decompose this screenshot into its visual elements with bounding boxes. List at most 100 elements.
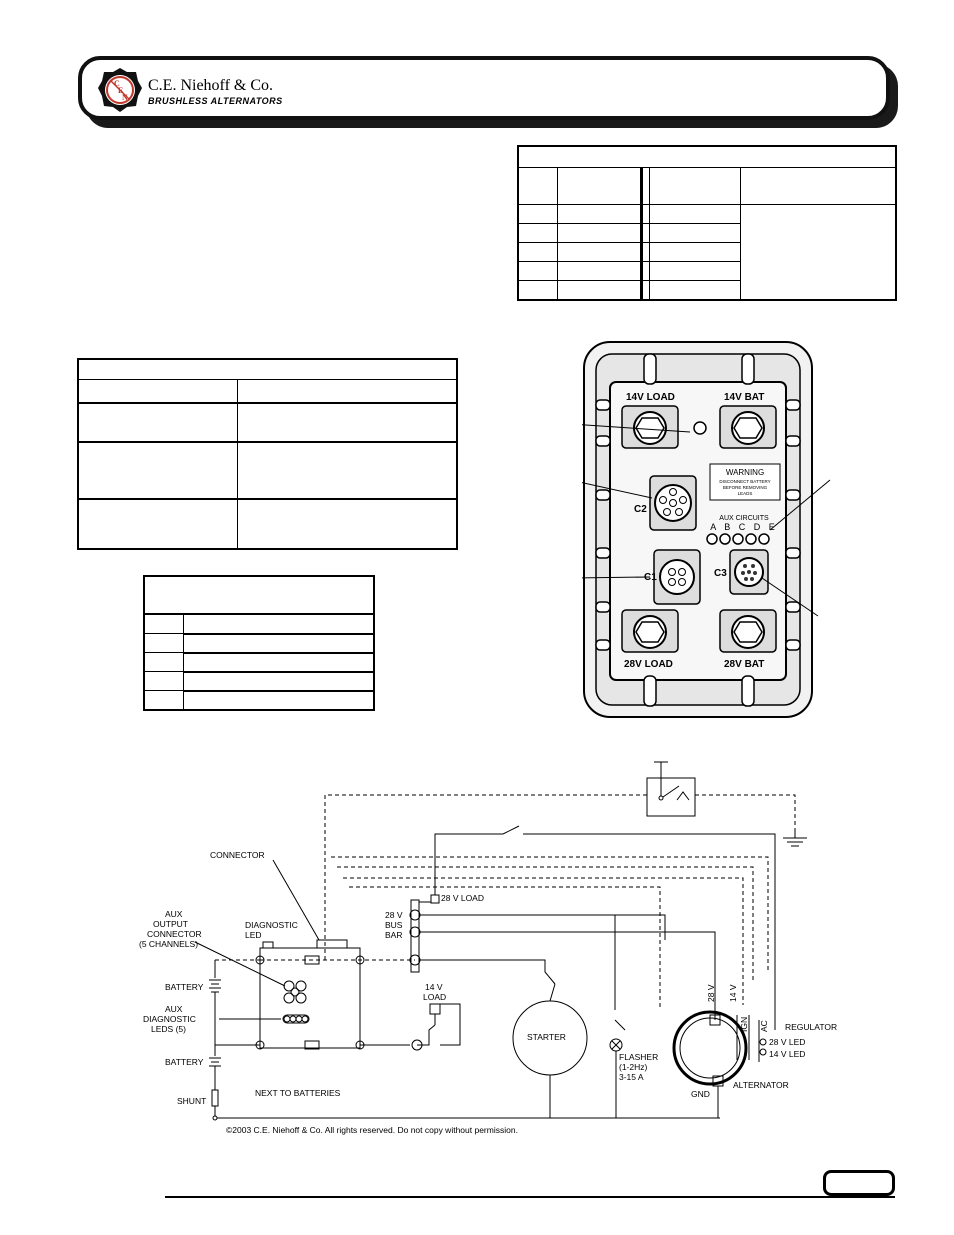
table-cell bbox=[237, 441, 458, 500]
warning-label bbox=[709, 463, 781, 501]
table-cell bbox=[143, 652, 184, 672]
label-diagnostic-led: LED bbox=[245, 930, 262, 940]
table-divider bbox=[640, 280, 650, 301]
table-cell bbox=[517, 204, 558, 224]
warning-line2: BEFORE REMOVING bbox=[723, 485, 768, 490]
svg-text:E: E bbox=[118, 86, 123, 95]
label-14v-load: 14 V bbox=[425, 982, 443, 992]
label-connector: CONNECTOR bbox=[210, 850, 265, 860]
label-gnd: GND bbox=[691, 1089, 710, 1099]
label-aux-output2: OUTPUT bbox=[153, 919, 188, 929]
label-28v-bus2: BUS bbox=[385, 920, 403, 930]
table-cell bbox=[649, 167, 741, 205]
page-number-badge bbox=[823, 1170, 895, 1196]
table-cell bbox=[77, 441, 238, 500]
company-name: C.E. Niehoff & Co. bbox=[148, 77, 274, 94]
footer-rule bbox=[165, 1196, 895, 1198]
label-regulator: REGULATOR bbox=[785, 1022, 837, 1032]
ignition-switch-box bbox=[646, 777, 696, 817]
label-28v-load: 28V LOAD bbox=[624, 659, 673, 670]
label-c3: C3 bbox=[714, 568, 727, 579]
label-flasher3: 3-15 A bbox=[619, 1072, 644, 1082]
callout-lines bbox=[582, 424, 831, 617]
table-cell bbox=[517, 280, 558, 301]
table-divider bbox=[640, 204, 650, 224]
alternator-terminal-photo: 14V LOAD 14V BAT C2 WARNING DISCONNECT B… bbox=[582, 341, 831, 718]
spec-table bbox=[77, 358, 458, 550]
label-aux-leds3: LEDS (5) bbox=[151, 1024, 186, 1034]
table-cell bbox=[143, 690, 184, 711]
label-shunt: SHUNT bbox=[177, 1096, 206, 1106]
label-flasher2: (1-2Hz) bbox=[619, 1062, 648, 1072]
table-cell bbox=[143, 671, 184, 691]
warning-line1: DISCONNECT BATTERY bbox=[719, 479, 770, 484]
table-cell bbox=[237, 402, 458, 443]
table-cell bbox=[740, 204, 897, 301]
label-next-to-batteries: NEXT TO BATTERIES bbox=[255, 1088, 341, 1098]
label-28v-load: 28 V LOAD bbox=[441, 893, 484, 903]
table-header bbox=[517, 145, 897, 168]
terminal-table bbox=[517, 145, 897, 301]
table-cell bbox=[77, 379, 238, 404]
table-cell bbox=[237, 498, 458, 550]
terminal-panel bbox=[609, 381, 787, 681]
table-cell bbox=[517, 242, 558, 262]
table-cell bbox=[649, 261, 741, 281]
table-cell bbox=[183, 671, 375, 692]
label-aux-output: AUX bbox=[165, 909, 183, 919]
label-28v-terminal: 28 V bbox=[706, 984, 716, 1002]
table-divider bbox=[640, 223, 650, 243]
table-divider bbox=[640, 242, 650, 262]
table-cell bbox=[740, 167, 897, 205]
header-banner bbox=[78, 56, 890, 120]
aux-circuits-letters: A B C D E bbox=[710, 522, 778, 532]
table-cell bbox=[517, 223, 558, 243]
label-starter: STARTER bbox=[527, 1032, 566, 1042]
svg-text:C: C bbox=[114, 79, 120, 88]
table-cell bbox=[557, 242, 642, 262]
table-cell bbox=[143, 633, 184, 653]
table-cell bbox=[557, 223, 642, 243]
table-divider bbox=[640, 167, 650, 205]
wiring-schematic: CONNECTOR AUX OUTPUT CONNECTOR (5 CHANNE… bbox=[139, 761, 837, 1121]
table-header bbox=[143, 575, 375, 615]
table-cell bbox=[77, 498, 238, 550]
table-cell bbox=[183, 633, 375, 654]
label-14v-terminal: 14 V bbox=[728, 984, 738, 1002]
label-diagnostic: DIAGNOSTIC bbox=[245, 920, 298, 930]
aux-led-row bbox=[706, 533, 770, 545]
table-cell bbox=[649, 242, 741, 262]
table-cell bbox=[557, 280, 642, 301]
table-cell bbox=[557, 167, 642, 205]
table-cell bbox=[517, 261, 558, 281]
table-cell bbox=[649, 223, 741, 243]
warning-title: WARNING bbox=[726, 468, 764, 477]
label-14v-load2: LOAD bbox=[423, 992, 446, 1002]
label-c2: C2 bbox=[634, 504, 647, 515]
table-cell bbox=[237, 379, 458, 404]
table-cell bbox=[183, 652, 375, 673]
label-28v-led: 28 V LED bbox=[769, 1037, 805, 1047]
vent-plug bbox=[693, 421, 707, 435]
copyright-notice: ©2003 C.E. Niehoff & Co. All rights rese… bbox=[226, 1125, 518, 1135]
table-cell bbox=[649, 204, 741, 224]
label-flasher: FLASHER bbox=[619, 1052, 658, 1062]
table-cell bbox=[557, 204, 642, 224]
company-subtitle: BRUSHLESS ALTERNATORS bbox=[148, 96, 283, 106]
label-alternator: ALTERNATOR bbox=[733, 1080, 789, 1090]
svg-text:N: N bbox=[122, 93, 128, 102]
label-14v-led: 14 V LED bbox=[769, 1049, 805, 1059]
aux-connector-box bbox=[259, 947, 361, 1049]
label-28v-bus: 28 V bbox=[385, 910, 403, 920]
label-14v-bat: 14V BAT bbox=[724, 392, 764, 403]
label-ac: AC bbox=[759, 1020, 769, 1032]
label-28v-bus3: BAR bbox=[385, 930, 402, 940]
label-ign: IGN bbox=[739, 1017, 749, 1032]
label-aux-output4: (5 CHANNELS) bbox=[139, 939, 198, 949]
label-14v-load: 14V LOAD bbox=[626, 392, 675, 403]
table-divider bbox=[640, 261, 650, 281]
bus-bar bbox=[410, 899, 420, 973]
label-battery-top: BATTERY bbox=[165, 982, 204, 992]
table-cell bbox=[517, 167, 558, 205]
label-28v-bat: 28V BAT bbox=[724, 659, 764, 670]
